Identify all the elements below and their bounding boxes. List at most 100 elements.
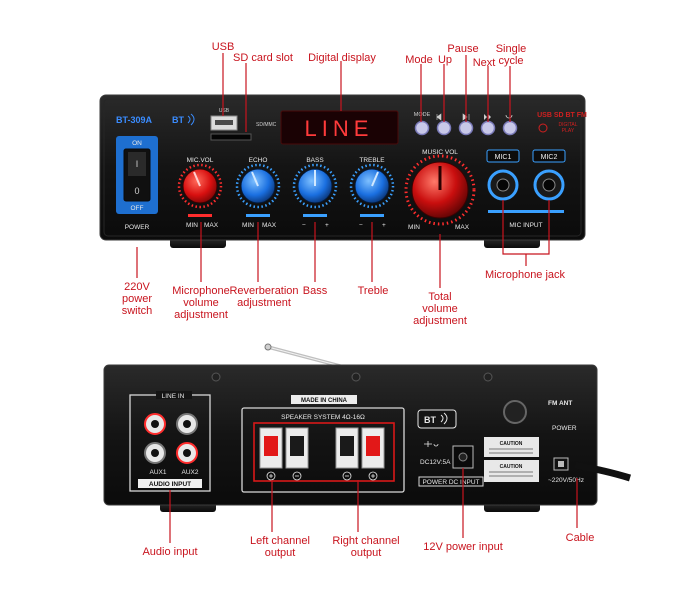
- sd-card-slot[interactable]: [210, 133, 252, 141]
- power-back-label: POWER: [552, 425, 577, 432]
- digital-display: [280, 110, 399, 145]
- callout-line: Reverberation: [229, 285, 298, 297]
- antenna-tip: [264, 343, 272, 351]
- callout-bass: Bass: [303, 285, 328, 297]
- callout-line: Left channel: [250, 535, 310, 547]
- minus-icon: [342, 471, 352, 481]
- callout-next: Next: [473, 57, 496, 69]
- prev-button[interactable]: [436, 120, 452, 136]
- bt-badge-back: BT: [424, 415, 436, 425]
- plus-icon: [266, 471, 276, 481]
- speaker-logo-icon: [538, 123, 548, 133]
- next-icon: [484, 114, 491, 120]
- treble-knob[interactable]: [349, 163, 395, 209]
- ac-power-inlet[interactable]: [553, 457, 569, 471]
- fm-antenna-base[interactable]: [503, 400, 527, 424]
- bass-label: BASS: [306, 157, 324, 164]
- callout-pause: Pause: [447, 43, 478, 55]
- power-on-mark: I: [136, 159, 139, 169]
- callout-treble: Treble: [358, 285, 389, 297]
- echo-label: ECHO: [249, 157, 268, 164]
- repeat-button[interactable]: [502, 120, 518, 136]
- bluetooth-wave-icon: [187, 113, 195, 126]
- callout-sd-card-slot: SD card slot: [233, 52, 293, 64]
- callout-mode: Mode: [405, 54, 433, 66]
- power-off-label: OFF: [131, 205, 144, 212]
- callout-line: power: [122, 293, 152, 305]
- callout-line: adjustment: [174, 309, 228, 321]
- callout-line: cycle: [498, 55, 523, 67]
- next-button[interactable]: [480, 120, 496, 136]
- pause-button[interactable]: [458, 120, 474, 136]
- caution-text-bottom: CAUTION: [500, 464, 523, 470]
- callout-cable: Cable: [566, 532, 595, 544]
- callout-line: volume: [422, 303, 457, 315]
- callout-line: volume: [183, 297, 218, 309]
- caution-lines-top: [489, 448, 533, 454]
- bass-knob[interactable]: [292, 163, 338, 209]
- caution-label-top: [484, 437, 539, 457]
- audio-input-plate: [138, 479, 202, 488]
- mic1-label: MIC1: [495, 154, 512, 161]
- speaker-frame: [241, 407, 405, 493]
- callout-line: adjustment: [413, 315, 467, 327]
- callouts: USB SD card slot Digital display Mode Up…: [122, 41, 595, 559]
- speaker-system-label: SPEAKER SYSTEM 4Ω-16Ω: [281, 414, 365, 421]
- mic-input-bar: [488, 210, 564, 213]
- audio-input-label: AUDIO INPUT: [149, 481, 191, 488]
- aux1-label: AUX1: [150, 469, 167, 476]
- callout-line: output: [351, 547, 382, 559]
- plus-icon-mark: [269, 474, 273, 478]
- callout-line: 220V: [124, 281, 150, 293]
- usb-port-tongue: [215, 120, 233, 125]
- bass-plus: +: [325, 222, 329, 229]
- plus-icon: [368, 471, 378, 481]
- ac-rating-label: ~220V/50Hz: [548, 477, 584, 484]
- power-dc-label: POWER DC INPUT: [422, 479, 479, 486]
- line-in-label: LINE IN: [162, 393, 185, 400]
- treble-minus: −: [359, 222, 363, 229]
- callout-audio-input: Audio input: [142, 546, 197, 558]
- speaker-terminals: [259, 427, 385, 469]
- fm-ant-label: FM ANT: [548, 400, 572, 407]
- callout-line: output: [265, 547, 296, 559]
- treble-label: TREBLE: [359, 157, 385, 164]
- back-panel: LINE IN AUX1 AUX2 AUDIO INPUT MADE IN CH…: [103, 343, 632, 512]
- echo-knob[interactable]: [235, 163, 281, 209]
- mic2-label: MIC2: [541, 154, 558, 161]
- mic-vol-max: MAX: [204, 222, 219, 229]
- callout-usb: USB: [212, 41, 235, 53]
- aux2-label: AUX2: [182, 469, 199, 476]
- music-vol-max: MAX: [455, 224, 470, 231]
- mode-button[interactable]: [414, 120, 430, 136]
- mic1-jack[interactable]: [487, 169, 519, 201]
- callout-line: adjustment: [237, 297, 291, 309]
- treble-plus: +: [382, 222, 386, 229]
- bluetooth-wave-icon: [440, 412, 448, 425]
- knob-ranges: MIN MAX MIN MAX − + − + MIN MAX: [186, 214, 470, 231]
- music-vol-knob[interactable]: [404, 154, 476, 226]
- mode-button-label: MODE: [414, 112, 431, 118]
- power-label: POWER: [125, 224, 150, 231]
- power-cable: [574, 461, 632, 482]
- display-text: LINE: [305, 116, 374, 141]
- speaker-terminals-outline: [253, 422, 395, 482]
- leader-lines: [136, 53, 578, 543]
- bt-badge-front: BT: [172, 115, 184, 125]
- music-vol-label: MUSIC VOL: [422, 149, 458, 156]
- front-panel: BT-309A BT ON I 0 OFF POWER USB SD/MMC L…: [99, 94, 587, 248]
- repeat-icon: [505, 114, 513, 119]
- mic2-jack[interactable]: [533, 169, 565, 201]
- power-switch[interactable]: ON I 0 OFF: [116, 136, 158, 214]
- ac-inlet-core: [558, 461, 564, 467]
- callout-line: Right channel: [332, 535, 399, 547]
- mic-vol-knob[interactable]: [177, 163, 223, 209]
- made-in-label: MADE IN CHINA: [301, 398, 348, 404]
- echo-min: MIN: [242, 222, 254, 229]
